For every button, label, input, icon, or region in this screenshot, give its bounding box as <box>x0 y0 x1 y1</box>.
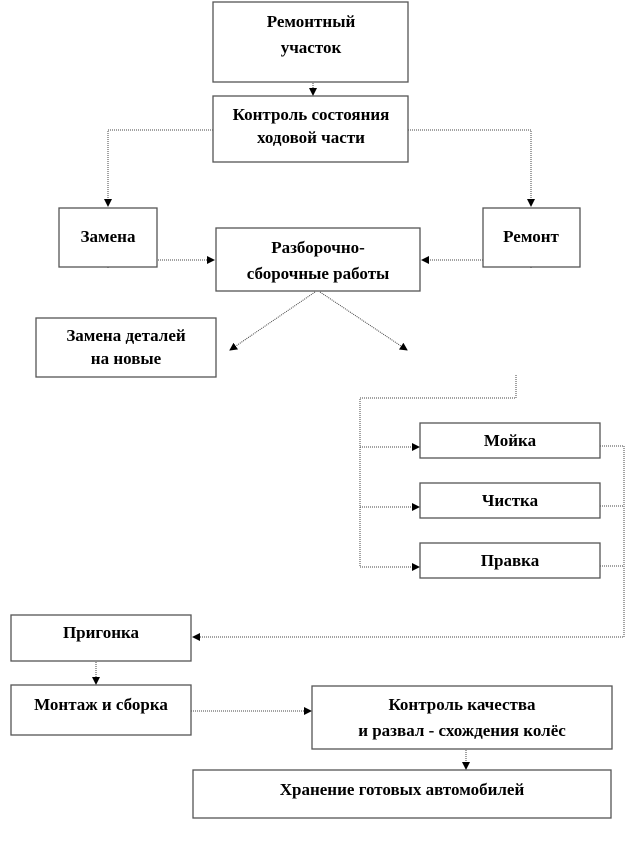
node-label: на новые <box>91 349 162 368</box>
node-label: Монтаж и сборка <box>34 695 168 714</box>
node-label: и развал - схождения колёс <box>358 721 566 740</box>
node-label: ходовой части <box>257 128 365 147</box>
node-replace-parts: Замена деталей на новые <box>35 317 217 378</box>
node-label: Мойка <box>484 431 537 450</box>
node-label: участок <box>281 38 342 57</box>
node-label: Правка <box>481 551 540 570</box>
processing-bus-left <box>359 375 517 567</box>
node-label: Ремонтный <box>267 12 356 31</box>
arrow-disassembly-to-processing <box>319 291 408 351</box>
node-label: Чистка <box>482 491 539 510</box>
node-label: Пригонка <box>63 623 140 642</box>
node-label: Ремонт <box>503 227 559 246</box>
arrow-check-to-replace <box>104 129 213 207</box>
node-label: Замена <box>81 227 136 246</box>
node-label: Замена деталей <box>66 326 186 345</box>
node-chassis-check: Контроль состояния ходовой части <box>212 95 409 163</box>
node-fitting: Пригонка <box>10 614 192 662</box>
node-disassembly: Разборочно- сборочные работы <box>215 227 421 292</box>
node-storage: Хранение готовых автомобилей <box>192 769 612 819</box>
node-quality-check: Контроль качества и развал - схождения к… <box>311 685 613 750</box>
node-label: Разборочно- <box>271 238 365 257</box>
node-repair-shop: Ремонтный участок <box>212 1 409 83</box>
arrow-check-to-repair <box>408 129 535 207</box>
node-label: Хранение готовых автомобилей <box>280 780 525 799</box>
processing-bus-right <box>193 445 625 637</box>
node-straightening: Правка <box>419 542 601 579</box>
node-cleaning: Чистка <box>419 482 601 519</box>
node-label: Контроль качества <box>388 695 536 714</box>
node-label: Контроль состояния <box>233 105 390 124</box>
node-label: сборочные работы <box>247 264 390 283</box>
node-repair: Ремонт <box>482 207 581 268</box>
node-washing: Мойка <box>419 422 601 459</box>
node-assembly: Монтаж и сборка <box>10 684 192 736</box>
arrow-disassembly-to-replace-parts <box>229 291 316 351</box>
node-replace: Замена <box>58 207 158 268</box>
